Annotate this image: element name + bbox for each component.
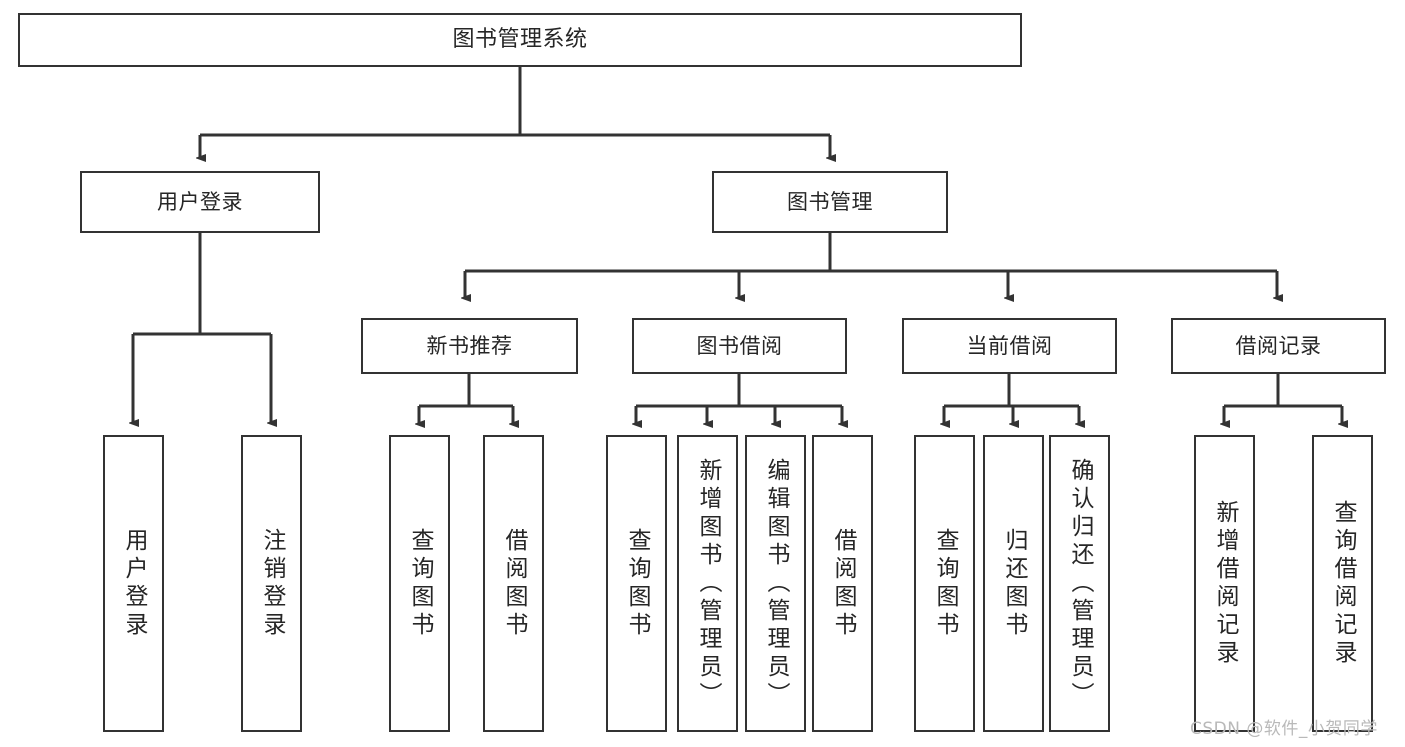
node-label: 编辑图书（管理员） xyxy=(763,457,789,710)
leaf-user-login-login[interactable]: 用户登录 xyxy=(103,435,164,732)
leaf-user-login-logout[interactable]: 注销登录 xyxy=(241,435,302,732)
node-label: 用户登录 xyxy=(157,189,243,214)
node-book-borrow[interactable]: 图书借阅 xyxy=(632,318,847,374)
node-label: 查询图书 xyxy=(624,527,650,640)
node-book-management[interactable]: 图书管理 xyxy=(712,171,948,233)
node-label: 用户登录 xyxy=(121,527,147,640)
node-label: 确认归还（管理员） xyxy=(1067,457,1093,710)
node-label: 新增图书（管理员） xyxy=(695,457,721,710)
csdn-watermark: CSDN @软件_小贺同学 xyxy=(1190,719,1378,739)
node-root-system[interactable]: 图书管理系统 xyxy=(18,13,1022,67)
node-label: 查询借阅记录 xyxy=(1330,499,1356,668)
node-label: 借阅记录 xyxy=(1235,333,1322,358)
leaf-recommend-borrow-book[interactable]: 借阅图书 xyxy=(483,435,544,732)
node-label: 图书管理 xyxy=(787,189,873,214)
node-label: 查询图书 xyxy=(407,527,433,640)
node-user-login[interactable]: 用户登录 xyxy=(80,171,320,233)
node-current-borrow[interactable]: 当前借阅 xyxy=(902,318,1117,374)
node-borrow-record[interactable]: 借阅记录 xyxy=(1171,318,1386,374)
leaf-record-query-record[interactable]: 查询借阅记录 xyxy=(1312,435,1373,732)
node-label: 当前借阅 xyxy=(966,333,1053,358)
leaf-current-query-book[interactable]: 查询图书 xyxy=(914,435,975,732)
leaf-borrow-edit-book-admin[interactable]: 编辑图书（管理员） xyxy=(745,435,806,732)
leaf-borrow-query-book[interactable]: 查询图书 xyxy=(606,435,667,732)
node-label: 新书推荐 xyxy=(426,333,513,358)
node-label: 借阅图书 xyxy=(501,527,527,640)
node-label: 新增借阅记录 xyxy=(1212,499,1238,668)
node-label: 图书借阅 xyxy=(696,333,783,358)
node-label: 图书管理系统 xyxy=(452,27,588,53)
leaf-current-confirm-return-admin[interactable]: 确认归还（管理员） xyxy=(1049,435,1110,732)
leaf-record-add-record[interactable]: 新增借阅记录 xyxy=(1194,435,1255,732)
node-new-book-recommend[interactable]: 新书推荐 xyxy=(361,318,578,374)
node-label: 查询图书 xyxy=(932,527,958,640)
leaf-recommend-query-book[interactable]: 查询图书 xyxy=(389,435,450,732)
node-label: 注销登录 xyxy=(259,527,285,640)
node-label: 借阅图书 xyxy=(830,527,856,640)
leaf-borrow-borrow-book[interactable]: 借阅图书 xyxy=(812,435,873,732)
leaf-current-return-book[interactable]: 归还图书 xyxy=(983,435,1044,732)
node-label: 归还图书 xyxy=(1001,527,1027,640)
leaf-borrow-add-book-admin[interactable]: 新增图书（管理员） xyxy=(677,435,738,732)
